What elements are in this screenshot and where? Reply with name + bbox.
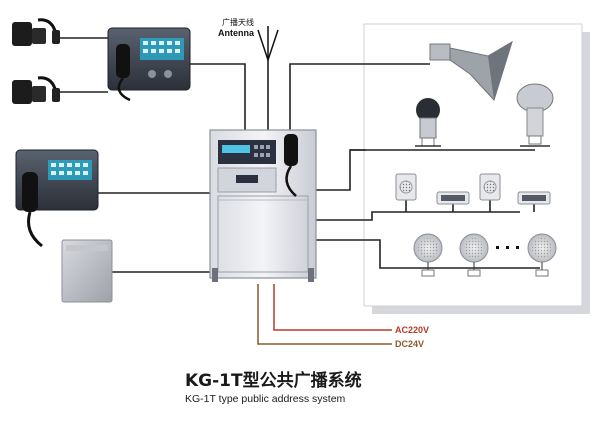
wall-speaker-icon xyxy=(436,191,470,205)
ac-power-label: AC220V xyxy=(395,325,429,335)
diagram-title: KG-1T型公共广播系统 xyxy=(185,370,362,391)
paging-console-top xyxy=(107,27,191,102)
amplifier-cabinet-icon xyxy=(209,129,317,282)
diagram-subtitle: KG-1T type public address system xyxy=(185,393,346,405)
horn-speaker-icon xyxy=(429,40,513,101)
wall-speaker-icon xyxy=(517,191,551,205)
microphone-icon xyxy=(116,44,131,102)
headset-2 xyxy=(12,76,60,104)
projector-speaker-1 xyxy=(415,98,441,147)
ceiling-speaker-3 xyxy=(527,233,557,277)
wall-speaker-icon xyxy=(395,173,417,201)
wall-speaker-1 xyxy=(395,173,417,201)
wall-speaker-4 xyxy=(517,191,551,205)
microphone-icon xyxy=(284,134,298,197)
antenna-icon xyxy=(257,26,279,130)
paging-console-mid xyxy=(15,149,99,248)
ceiling-speaker-icon xyxy=(527,233,557,277)
wall-speaker-2 xyxy=(436,191,470,205)
antenna-label-en: Antenna xyxy=(218,28,255,38)
wall-speaker-3 xyxy=(479,173,501,201)
ceiling-speaker-1 xyxy=(413,233,443,277)
antenna-label-cn: 广播天线 xyxy=(222,17,254,27)
power-lines xyxy=(257,284,392,345)
ellipsis-dots xyxy=(496,246,519,249)
wall-speaker-icon xyxy=(479,173,501,201)
ceiling-speaker-2 xyxy=(459,233,489,277)
horn-speaker xyxy=(429,40,513,101)
headset-icon xyxy=(12,76,60,104)
microphone-icon xyxy=(22,172,43,248)
ceiling-speaker-icon xyxy=(413,233,443,277)
amplifier-cabinet xyxy=(209,129,317,282)
ceiling-speaker-icon xyxy=(459,233,489,277)
projector-speaker-2 xyxy=(516,83,554,147)
headset-1 xyxy=(12,18,60,46)
column-speaker-icon xyxy=(415,98,441,147)
headset-icon xyxy=(12,18,60,46)
connection-lines xyxy=(58,37,540,273)
antenna: 广播天线 Antenna xyxy=(218,17,279,130)
dc-power-label: DC24V xyxy=(395,339,424,349)
column-speaker-icon xyxy=(516,83,554,147)
wall-control-box xyxy=(61,239,113,303)
